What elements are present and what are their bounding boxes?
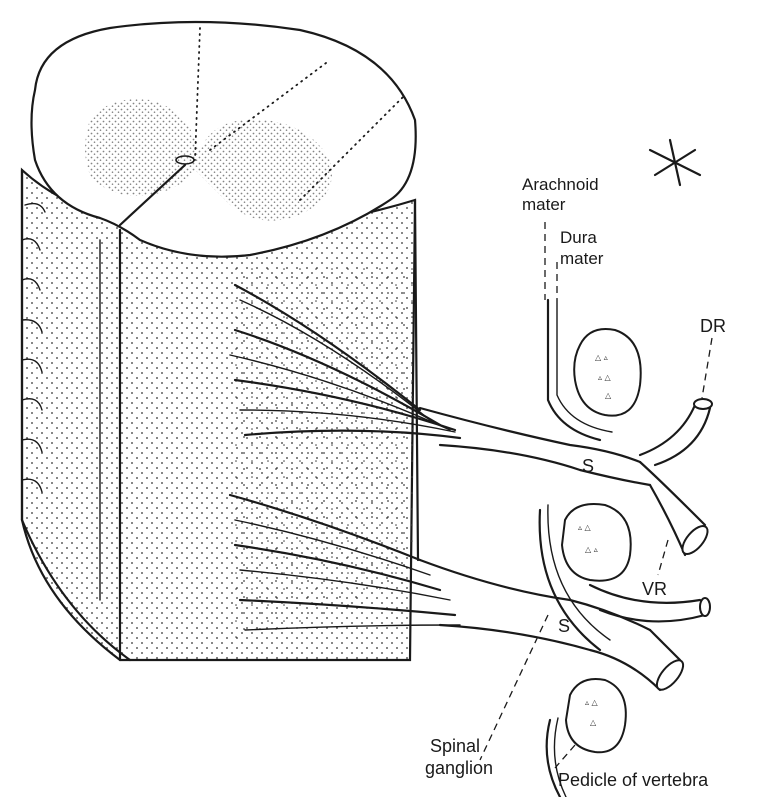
arachnoid-label-line2: mater bbox=[522, 195, 566, 214]
svg-text:△ ▵: △ ▵ bbox=[595, 353, 608, 362]
star-mark bbox=[650, 140, 700, 185]
ventral-root-label: VR bbox=[642, 579, 667, 599]
vertebra-section-upper: △ ▵ ▵ △ △ bbox=[574, 329, 641, 416]
upper-ganglion-s-label: S bbox=[582, 456, 594, 476]
lower-ganglion-s-label: S bbox=[558, 616, 570, 636]
arachnoid-label-line1: Arachnoid bbox=[522, 175, 599, 194]
dorsal-root-tube bbox=[640, 399, 712, 465]
svg-text:△: △ bbox=[605, 391, 612, 400]
svg-text:▵ △: ▵ △ bbox=[598, 373, 612, 382]
svg-text:△ ▵: △ ▵ bbox=[585, 545, 598, 554]
pedicle-label: Pedicle of vertebra bbox=[558, 770, 709, 790]
svg-text:▵ △: ▵ △ bbox=[585, 698, 599, 707]
svg-text:▵ △: ▵ △ bbox=[578, 523, 592, 532]
dura-label-line2: mater bbox=[560, 249, 604, 268]
dorsal-root-label: DR bbox=[700, 316, 726, 336]
vertebra-section-lower: ▵ △ △ bbox=[566, 679, 626, 752]
vertebra-section-middle: ▵ △ △ ▵ bbox=[562, 504, 631, 581]
dura-label-line1: Dura bbox=[560, 228, 597, 247]
spinal-ganglion-label-line1: Spinal bbox=[430, 736, 480, 756]
svg-text:△: △ bbox=[590, 718, 597, 727]
spinal-ganglion-label-line2: ganglion bbox=[425, 758, 493, 778]
